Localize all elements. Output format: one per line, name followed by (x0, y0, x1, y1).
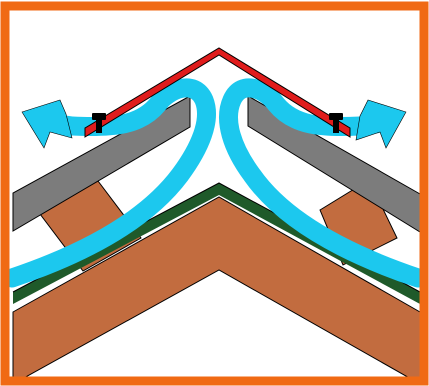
airflow-arrow-left (2, 78, 216, 288)
ridge-cap (84, 47, 351, 138)
airflow-band-left (2, 78, 216, 288)
fastener-left (92, 113, 106, 133)
fastener-left-shank (96, 119, 102, 133)
airflow-arrow-right (219, 78, 428, 288)
airflow-head-left (21, 99, 73, 149)
fastener-right (329, 113, 343, 133)
airflow-head-right (355, 99, 407, 149)
airflow-band-right (219, 78, 428, 288)
fastener-right-shank (333, 119, 339, 133)
fastener-left-head (92, 113, 106, 120)
fastener-right-head (329, 113, 343, 120)
